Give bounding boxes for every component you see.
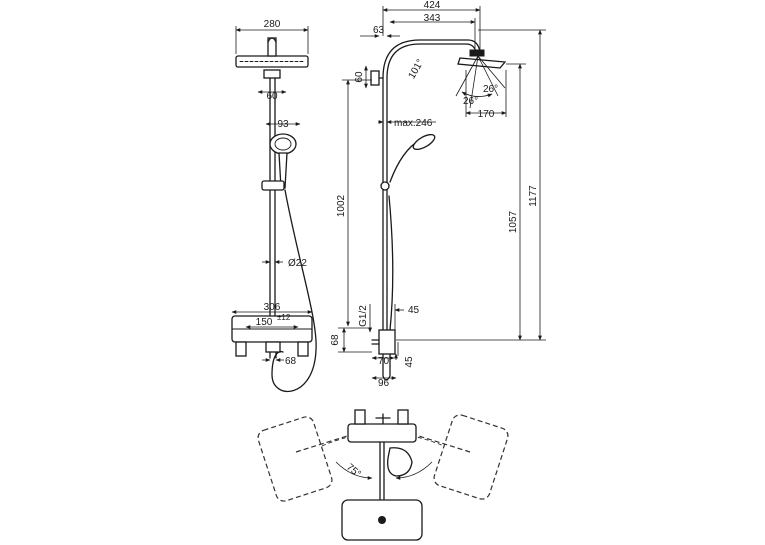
dim-max246: max.246 (394, 118, 433, 129)
slide-bar-holder (261, 180, 285, 191)
dim-150: 150 (256, 317, 273, 328)
dim-60: 60 (266, 91, 278, 102)
knob-top-left (354, 409, 366, 425)
slider-knob (380, 181, 390, 191)
head-joint (469, 49, 485, 57)
hose-side (388, 195, 394, 331)
dim-45-top: 45 (408, 305, 420, 316)
front-view: 280 60 93 Ø22 306 150 ±12 68 68 (231, 19, 372, 392)
thermostat-right-knob (297, 341, 309, 357)
dim-96: 96 (378, 378, 390, 389)
hand-shower-top (387, 447, 413, 477)
dim-306: 306 (264, 302, 281, 313)
dim-1177: 1177 (528, 185, 539, 207)
thermostat-side (378, 329, 396, 355)
dim-150-tolerance: ±12 (277, 313, 291, 322)
dim-101-deg: 101° (407, 58, 427, 81)
dim-26-deg-a: 26° (483, 84, 498, 95)
plate-center-nozzle (378, 516, 386, 524)
dim-63: 63 (373, 25, 385, 36)
shower-arm (382, 39, 481, 79)
head-swing-right (433, 414, 509, 500)
dim-26-deg-b: 26° (463, 96, 478, 107)
hand-shower-handle (278, 152, 288, 189)
spout-outlet (265, 341, 281, 353)
dim-d22: Ø22 (288, 258, 307, 269)
thermostat-left-knob (235, 341, 247, 357)
dim-343: 343 (424, 13, 441, 24)
dim-g12: G1/2 (358, 305, 369, 327)
dim-60-side: 60 (354, 71, 365, 83)
side-view: 424 343 63 60 101° 26° 26° 170 max.246 1… (336, 0, 546, 389)
dim-1057: 1057 (508, 210, 519, 233)
thermostat-top (347, 423, 417, 443)
arm-connector (263, 69, 281, 79)
spout-side (382, 353, 391, 381)
dim-75-deg-left: 75° (344, 462, 363, 480)
shower-hose (271, 189, 317, 392)
hand-shower-side-head (412, 133, 436, 151)
dim-280: 280 (264, 19, 281, 30)
dim-68-side: 68 (330, 334, 341, 346)
dim-70: 70 (378, 356, 390, 367)
dim-45-bottom: 45 (404, 356, 415, 368)
wall-bracket (370, 70, 380, 86)
head-swing-left (257, 416, 333, 502)
dim-93: 93 (277, 119, 289, 130)
knob-top-right (397, 409, 409, 425)
top-view: 75° 75° (257, 409, 509, 541)
dim-424: 424 (424, 0, 441, 11)
dim-68-front: 68 (285, 356, 297, 367)
dim-170: 170 (478, 109, 495, 120)
dim-1002: 1002 (336, 194, 347, 217)
hand-shower-head (269, 133, 297, 155)
